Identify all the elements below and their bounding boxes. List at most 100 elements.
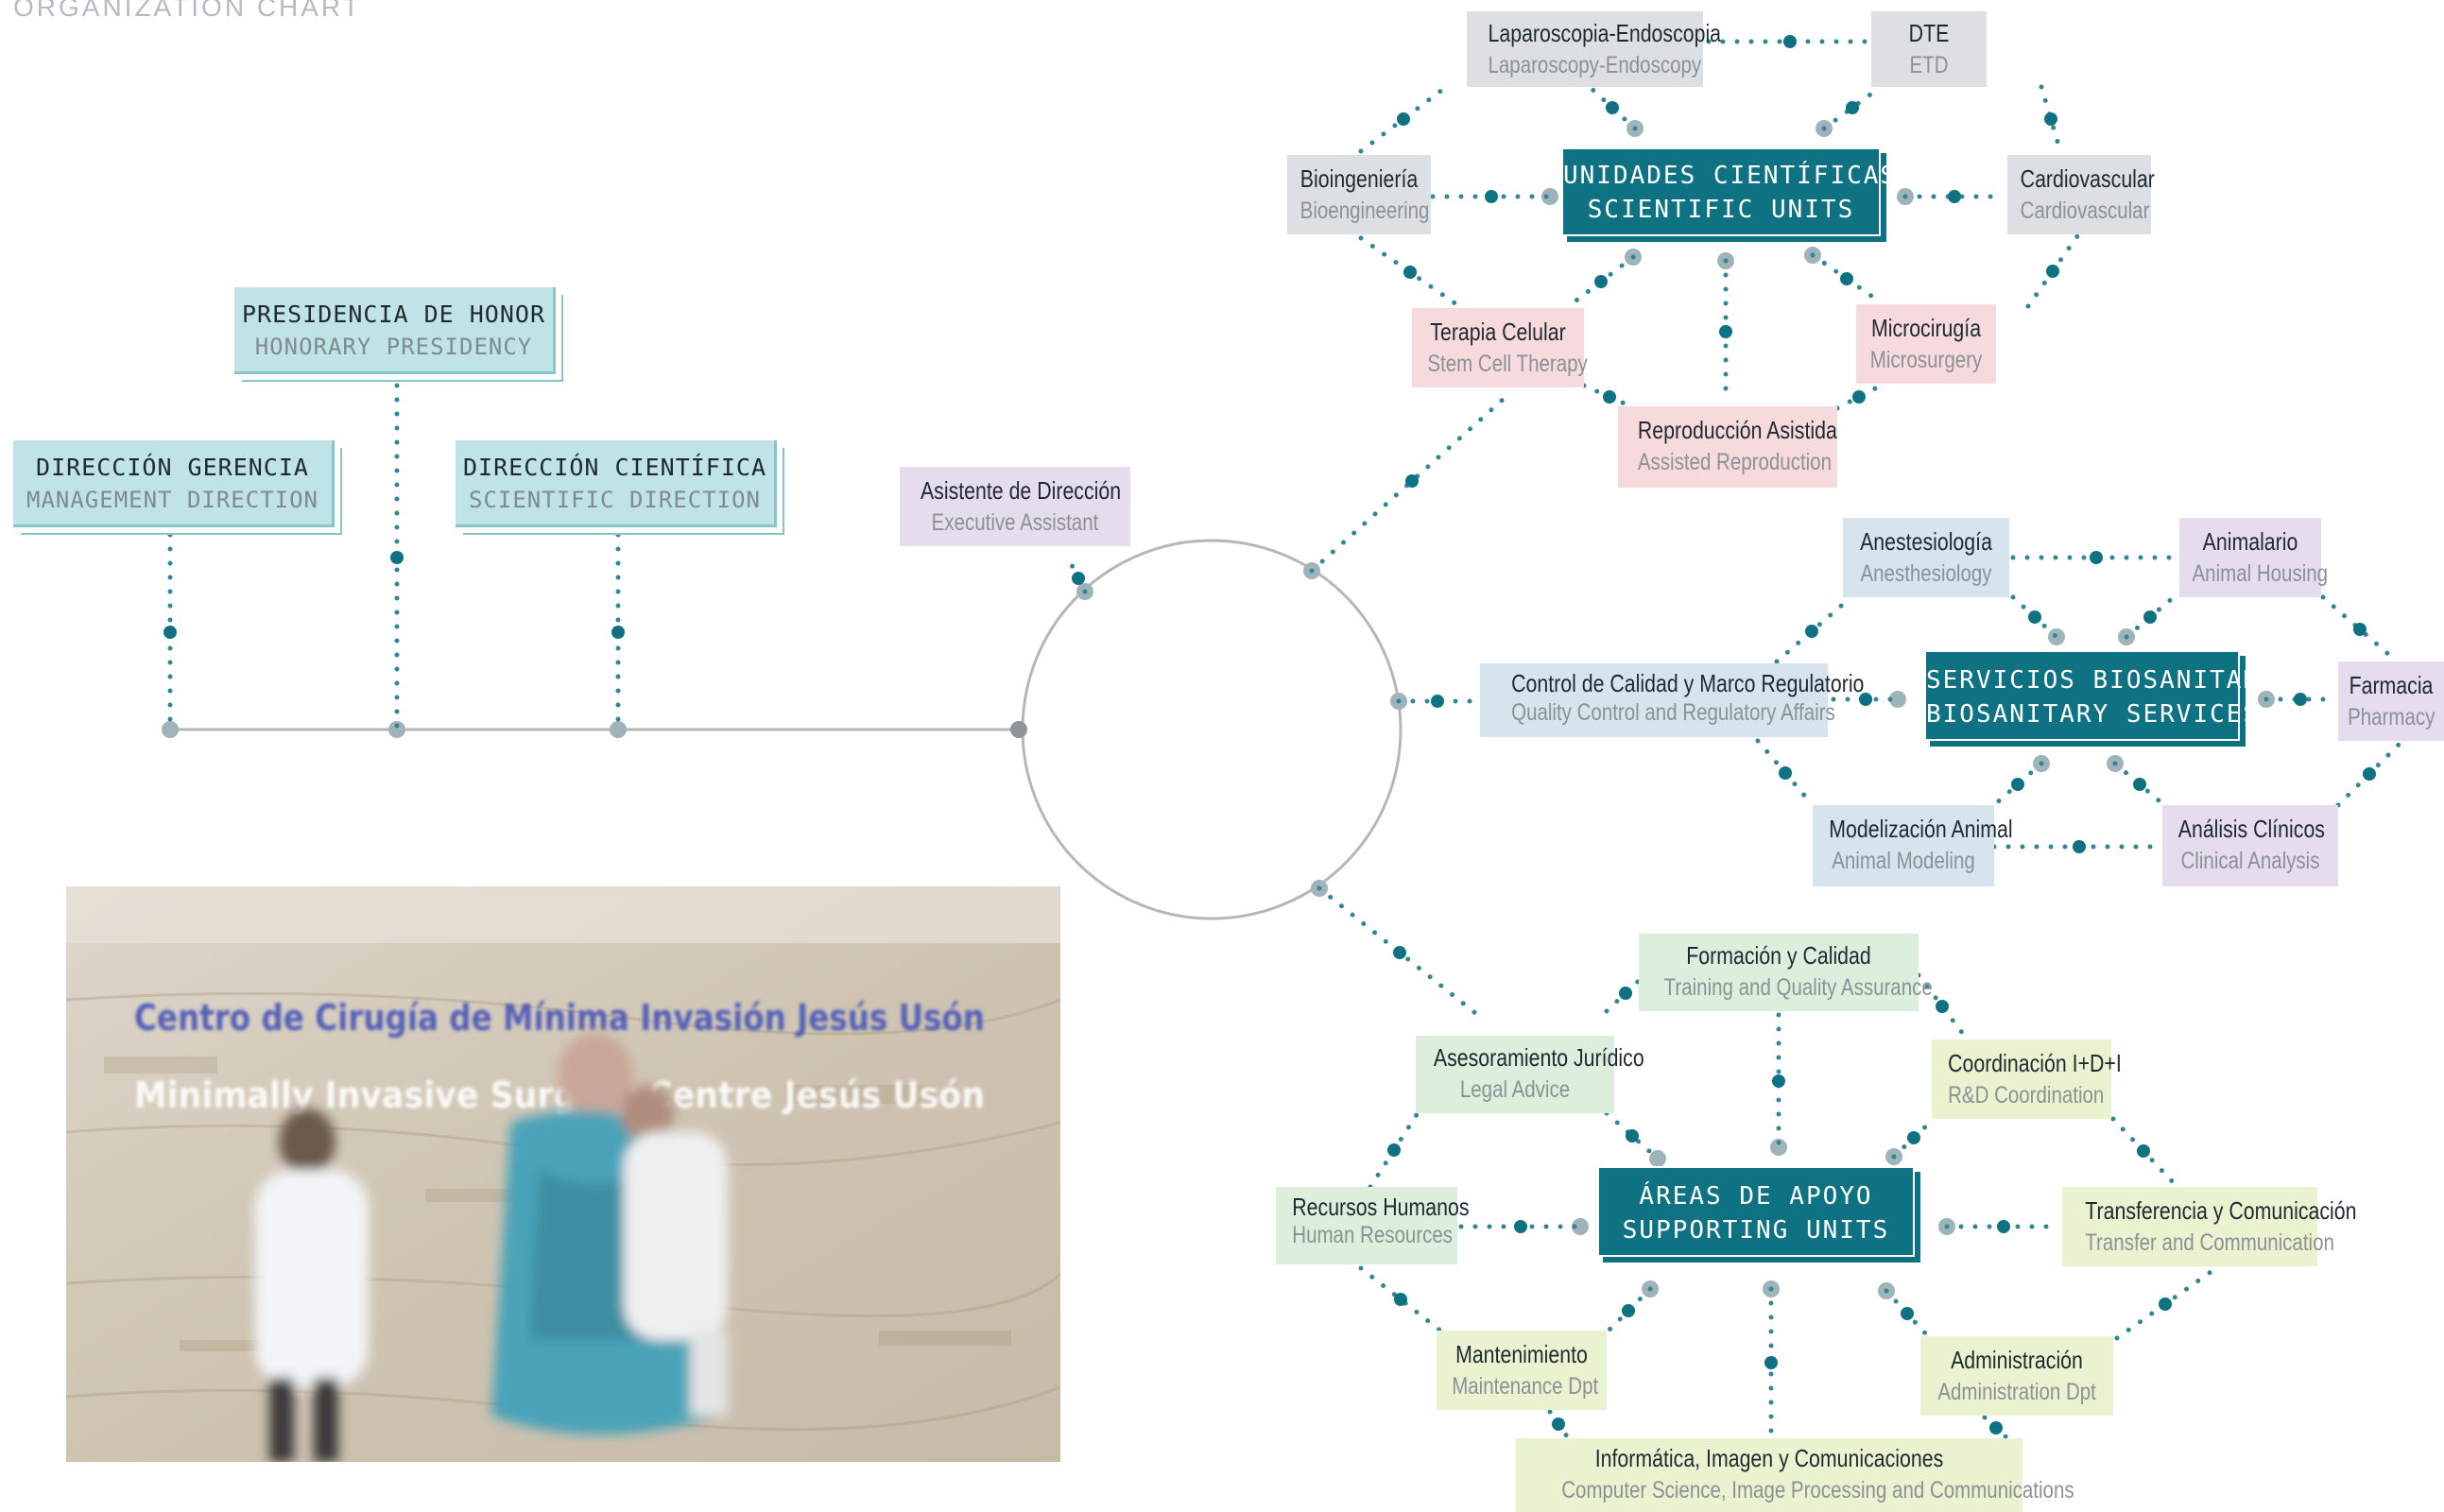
laparoscopy-en: Laparoscopy-Endoscopy xyxy=(1488,52,1702,78)
training-quality-box: Formación y Calidad Training and Quality… xyxy=(1639,934,1933,1011)
it-communications-es: Informática, Imagen y Comunicaciones xyxy=(1594,1444,1944,1472)
connector-midpoint-dot xyxy=(2073,840,2086,853)
dte-box: DTE ETD xyxy=(1871,11,1987,87)
executive-assistant-es: Asistente de Dirección xyxy=(920,476,1122,505)
transfer-communication-box: Transferencia y Comunicación Transfer an… xyxy=(2062,1187,2357,1266)
laparoscopy-box: Laparoscopia-Endoscopia Laparoscopy-Endo… xyxy=(1467,11,1722,87)
dotted-connector xyxy=(1317,885,1483,1020)
connector-midpoint-dot xyxy=(1552,1418,1565,1431)
microsurgery-box: Microcirugía Microsurgery xyxy=(1856,304,1996,384)
connector-midpoint-dot xyxy=(2090,551,2103,564)
quality-control-box: Control de Calidad y Marco Regulatorio Q… xyxy=(1480,663,1865,737)
stem-cell-en: Stem Cell Therapy xyxy=(1427,351,1588,377)
connector-midpoint-dot xyxy=(1907,1131,1920,1144)
stem-cell-es: Terapia Celular xyxy=(1430,318,1566,346)
it-communications-en: Computer Science, Image Processing and C… xyxy=(1561,1477,2074,1503)
connector-midpoint-dot xyxy=(1393,946,1406,959)
pharmacy-box: Farmacia Pharmacy xyxy=(2338,662,2444,741)
executive-assistant-en: Executive Assistant xyxy=(931,509,1099,536)
connector-midpoint-dot xyxy=(1852,390,1866,404)
scientific-units-en: SCIENTIFIC UNITS xyxy=(1587,196,1855,224)
dotted-connector xyxy=(1358,1265,1443,1333)
training-quality-es: Formación y Calidad xyxy=(1686,941,1871,970)
connector-midpoint-dot xyxy=(1719,325,1732,338)
connector-midpoint-dot xyxy=(611,626,625,639)
supporting-units-es: ÁREAS DE APOYO xyxy=(1639,1182,1873,1211)
cardiovascular-en: Cardiovascular xyxy=(2020,198,2150,224)
connector-midpoint-dot xyxy=(390,551,404,564)
administration-en: Administration Dpt xyxy=(1937,1379,2096,1405)
legal-advice-box: Asesoramiento Jurídico Legal Advice xyxy=(1416,1036,1644,1113)
dotted-connector xyxy=(1916,972,1969,1040)
training-quality-en: Training and Quality Assurance xyxy=(1663,974,1933,1001)
connector-end-dot xyxy=(1889,691,1906,708)
connector-midpoint-dot xyxy=(1772,1074,1785,1088)
connector-midpoint-dot xyxy=(2353,623,2367,636)
dotted-connector xyxy=(1358,235,1462,309)
honorary-presidency-es: PRESIDENCIA DE HONOR xyxy=(241,301,546,328)
connector-end-dot xyxy=(1541,188,1558,205)
connector-midpoint-dot xyxy=(1783,35,1797,48)
anesthesiology-es: Anestesiología xyxy=(1860,527,1992,556)
stem-cell-box: Terapia Celular Stem Cell Therapy xyxy=(1412,308,1588,387)
assisted-reproduction-en: Assisted Reproduction xyxy=(1637,449,1832,475)
legal-advice-es: Asesoramiento Jurídico xyxy=(1433,1043,1644,1072)
connector-midpoint-dot xyxy=(2363,767,2376,781)
assisted-reproduction-box: Reproducción Asistida Assisted Reproduct… xyxy=(1618,406,1837,488)
honorary-presidency-box: PRESIDENCIA DE HONOR HONORARY PRESIDENCY xyxy=(234,287,556,374)
connector-midpoint-dot xyxy=(1403,266,1417,279)
bus-end-dot xyxy=(1010,721,1027,738)
connector-midpoint-dot xyxy=(1606,101,1619,114)
connector-midpoint-dot xyxy=(1394,1293,1407,1306)
clinical-analysis-box: Análisis Clínicos Clinical Analysis xyxy=(2162,805,2338,886)
connector-end-dot xyxy=(162,721,179,738)
dotted-connector xyxy=(2320,594,2400,664)
building-photo: Centro de Cirugía de Mínima Invasión Jes… xyxy=(66,886,1060,1462)
dotted-connector xyxy=(1309,388,1515,574)
connector-midpoint-dot xyxy=(1603,390,1616,404)
maintenance-box: Mantenimiento Maintenance Dpt xyxy=(1437,1331,1607,1410)
dte-es: DTE xyxy=(1908,19,1950,47)
transfer-communication-es: Transferencia y Comunicación xyxy=(2085,1196,2357,1225)
bioengineering-en: Bioengineering xyxy=(1299,198,1430,224)
management-direction-es: DIRECCIÓN GERENCIA xyxy=(36,454,309,481)
connector-midpoint-dot xyxy=(1936,1000,1949,1013)
connector-midpoint-dot xyxy=(2159,1297,2172,1311)
dotted-connector xyxy=(2039,84,2063,154)
sign-spanish: Centro de Cirugía de Mínima Invasión Jes… xyxy=(134,997,985,1039)
administration-box: Administración Administration Dpt xyxy=(1920,1336,2113,1416)
scientific-units-es: UNIDADES CIENTÍFICAS xyxy=(1563,162,1898,190)
management-direction-en: MANAGEMENT DIRECTION xyxy=(26,487,318,513)
animal-modeling-box: Modelización Animal Animal Modeling xyxy=(1813,805,2013,886)
connector-end-dot xyxy=(1770,1139,1787,1156)
connector-midpoint-dot xyxy=(2028,610,2041,624)
rd-coordination-es: Coordinación I+D+I xyxy=(1948,1049,2122,1077)
quality-control-es: Control de Calidad y Marco Regulatorio xyxy=(1511,669,1865,697)
connector-midpoint-dot xyxy=(1805,625,1818,638)
biosanitary-services-es: SERVICIOS BIOSANITARIOS xyxy=(1926,666,2311,695)
connector-midpoint-dot xyxy=(1859,693,1872,706)
connector-midpoint-dot xyxy=(1619,987,1632,1000)
laparoscopy-es: Laparoscopia-Endoscopia xyxy=(1488,19,1722,47)
connector-end-dot xyxy=(388,721,405,738)
maintenance-en: Maintenance Dpt xyxy=(1452,1373,1599,1400)
human-resources-box: Recursos Humanos Human Resources xyxy=(1276,1187,1470,1264)
dte-en: ETD xyxy=(1909,52,1949,78)
animal-modeling-es: Modelización Animal xyxy=(1829,815,2013,843)
quality-control-en: Quality Control and Regulatory Affairs xyxy=(1511,699,1835,726)
connector-midpoint-dot xyxy=(1622,1304,1635,1317)
animal-modeling-en: Animal Modeling xyxy=(1832,848,1975,874)
microsurgery-es: Microcirugía xyxy=(1870,314,1982,342)
pharmacy-en: Pharmacy xyxy=(2348,704,2435,730)
connector-midpoint-dot xyxy=(1846,101,1859,114)
transfer-communication-en: Transfer and Communication xyxy=(2085,1229,2334,1256)
connector-midpoint-dot xyxy=(1514,1220,1527,1233)
connector-midpoint-dot xyxy=(2044,112,2057,126)
connector-midpoint-dot xyxy=(1397,112,1410,126)
connector-end-dot xyxy=(610,721,627,738)
biosanitary-services-en: BIOSANITARY SERVICES xyxy=(1926,700,2261,729)
bioengineering-box: Bioingeniería Bioengineering xyxy=(1287,155,1431,234)
human-resources-es: Recursos Humanos xyxy=(1292,1193,1470,1221)
dotted-connector xyxy=(1834,383,1884,411)
